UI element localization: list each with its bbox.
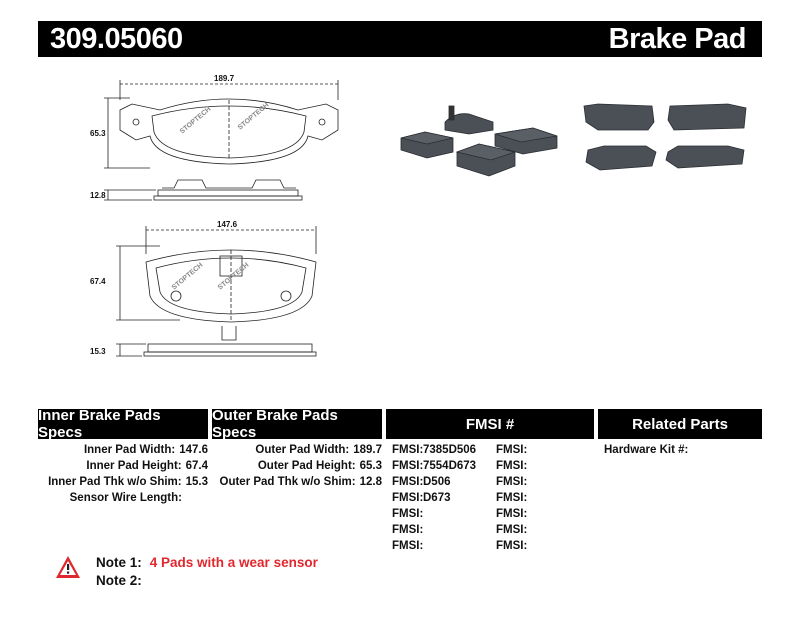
brand-stamp-inner-1: STOPTECH [171, 262, 205, 292]
inner-spec-row: Inner Pad Height:67.4 [86, 460, 208, 472]
brand-stamp-outer-1: STOPTECH [179, 106, 213, 136]
warning-triangle-icon [56, 556, 80, 578]
fmsi-row: FMSI: [496, 492, 528, 504]
note-1-text: 4 Pads with a wear sensor [149, 555, 318, 570]
specs-table: Inner Brake Pads Specs Outer Brake Pads … [38, 407, 762, 559]
related-parts-rows: Hardware Kit #: [604, 442, 760, 458]
inner-specs-header: Inner Brake Pads Specs [38, 407, 208, 441]
notes-section: Note 1: 4 Pads with a wear sensor Note 2: [55, 555, 455, 595]
dim-inner-width: 147.6 [217, 220, 238, 229]
fmsi-row: FMSI: [496, 476, 528, 488]
fmsi-row: FMSI: [496, 524, 528, 536]
note-1-label: Note 1: [96, 555, 142, 570]
dim-inner-height: 67.4 [90, 277, 106, 286]
fmsi-row: FMSI:7554D673 [392, 460, 477, 472]
fmsi-row: FMSI: [496, 508, 528, 520]
fmsi-right-column: FMSI: FMSI: FMSI: FMSI: FMSI: FMSI: FMSI… [496, 442, 592, 554]
fmsi-row: FMSI:D506 [392, 476, 451, 488]
inner-spec-row: Inner Pad Thk w/o Shim:15.3 [48, 476, 208, 488]
dim-outer-width: 189.7 [214, 74, 235, 83]
related-part-row: Hardware Kit #: [604, 444, 689, 456]
fmsi-row: FMSI: [496, 460, 528, 472]
outer-specs-header: Outer Brake Pads Specs [212, 407, 382, 441]
title-bar: 309.05060 Brake Pad [38, 21, 762, 57]
inner-spec-row: Sensor Wire Length: [69, 492, 182, 504]
dim-outer-height: 65.3 [90, 129, 106, 138]
brand-stamp-inner-2: STOPTECH [217, 262, 251, 292]
fmsi-row: FMSI: [496, 444, 528, 456]
fmsi-row: FMSI: [392, 508, 424, 520]
pad-technical-drawing: 189.7 65.3 12.8 147.6 67.4 15.3 STOPTECH… [90, 74, 339, 357]
note-2: Note 2: [96, 573, 142, 588]
inner-specs-rows: Inner Pad Width:147.6 Inner Pad Height:6… [38, 442, 208, 506]
note-2-label: Note 2: [96, 573, 142, 588]
fmsi-row: FMSI: [392, 540, 424, 552]
product-type: Brake Pad [608, 22, 747, 55]
outer-spec-row: Outer Pad Width:189.7 [255, 444, 382, 456]
fmsi-row: FMSI: [496, 540, 528, 552]
fmsi-left-column: FMSI:7385D506 FMSI:7554D673 FMSI:D506 FM… [392, 442, 492, 554]
dim-outer-thk: 12.8 [90, 191, 106, 200]
note-1: Note 1: 4 Pads with a wear sensor [96, 555, 318, 570]
outer-spec-row: Outer Pad Thk w/o Shim:12.8 [219, 476, 383, 488]
pad-photo-flat [583, 103, 747, 171]
outer-spec-row: Outer Pad Height:65.3 [257, 460, 382, 472]
inner-spec-row: Inner Pad Width:147.6 [83, 444, 208, 456]
fmsi-header: FMSI # [386, 409, 594, 439]
dim-inner-thk: 15.3 [90, 347, 106, 356]
fmsi-row: FMSI: [392, 524, 424, 536]
part-number: 309.05060 [50, 22, 183, 55]
outer-specs-rows: Outer Pad Width:189.7 Outer Pad Height:6… [212, 442, 383, 490]
fmsi-row: FMSI:D673 [392, 492, 451, 504]
fmsi-row: FMSI:7385D506 [392, 444, 477, 456]
pad-photo-angled [400, 105, 558, 177]
related-parts-header: Related Parts [598, 409, 762, 439]
